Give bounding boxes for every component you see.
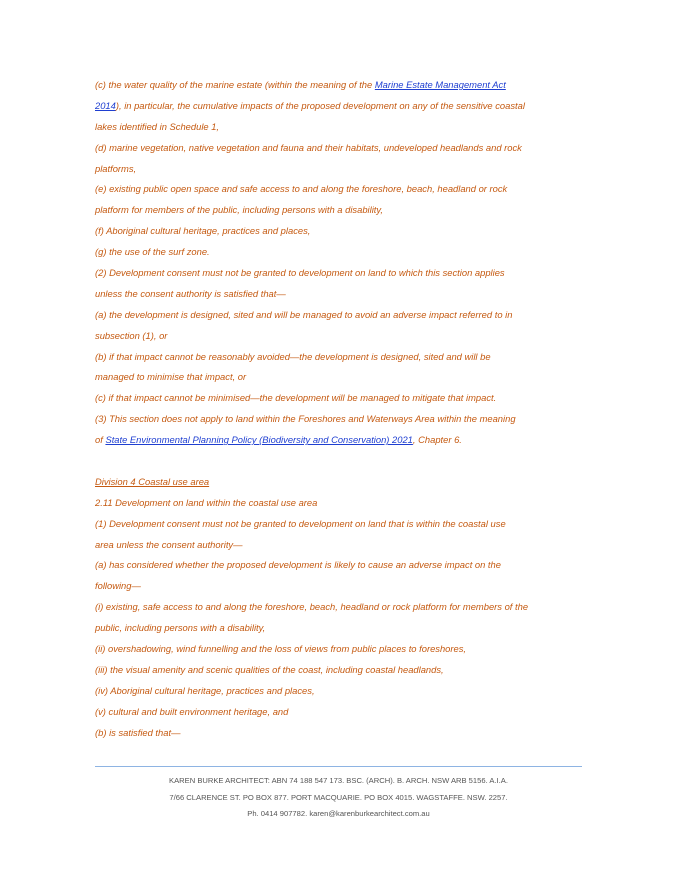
paragraph-line: (c) the water quality of the marine esta… (95, 75, 595, 96)
text-run: ), in particular, the cumulative impacts… (115, 99, 525, 111)
paragraph-line: unless the consent authority is satisfie… (95, 287, 286, 299)
paragraph-line: (f) Aboriginal cultural heritage, practi… (95, 225, 311, 237)
paragraph-line: (v) cultural and built environment herit… (95, 705, 289, 717)
paragraph-line: (i) existing, safe access to and along t… (95, 601, 529, 613)
paragraph-line: of State Environmental Planning Policy (… (95, 430, 595, 451)
text-run: , Chapter 6. (412, 434, 462, 446)
marine-estate-act-link-year[interactable]: 2014 (95, 99, 116, 111)
paragraph-line: (c) if that impact cannot be minimised—t… (95, 392, 497, 404)
paragraph-line: subsection (1), or (95, 329, 168, 341)
paragraph-line: (a) has considered whether the proposed … (95, 559, 501, 571)
paragraph-line: (iii) the visual amenity and scenic qual… (95, 663, 444, 675)
division-heading-text: Division 4 Coastal use area (95, 475, 210, 487)
footer-contact-line: Ph. 0414 907782. karen@karenburkearchite… (247, 809, 430, 818)
paragraph-line: lakes identified in Schedule 1, (95, 120, 220, 132)
paragraph-line: 2014), in particular, the cumulative imp… (95, 96, 595, 117)
paragraph-line: (d) marine vegetation, native vegetation… (95, 141, 522, 153)
text-run: of (95, 434, 106, 446)
paragraph-line: (e) existing public open space and safe … (95, 183, 508, 195)
paragraph-line: public, including persons with a disabil… (95, 622, 266, 634)
paragraph-line: (ii) overshadowing, wind funnelling and … (95, 643, 467, 655)
paragraph-line: (b) is satisfied that— (95, 726, 181, 738)
paragraph-line: (3) This section does not apply to land … (95, 413, 516, 425)
document-body: (c) the water quality of the marine esta… (95, 75, 595, 744)
paragraph-line: (1) Development consent must not be gran… (95, 517, 506, 529)
division-heading: Division 4 Coastal use area (95, 472, 595, 493)
page-footer: KAREN BURKE ARCHITECT: ABN 74 188 547 17… (95, 773, 582, 823)
footer-business-line: KAREN BURKE ARCHITECT: ABN 74 188 547 17… (169, 776, 508, 785)
section-heading: 2.11 Development on land within the coas… (95, 496, 318, 508)
paragraph-line: (a) the development is designed, sited a… (95, 308, 513, 320)
paragraph-line: (g) the use of the surf zone. (95, 246, 210, 258)
paragraph-line: (b) if that impact cannot be reasonably … (95, 350, 491, 362)
paragraph-line: area unless the consent authority— (95, 538, 243, 550)
footer-address-line: 7/66 CLARENCE ST. PO BOX 877. PORT MACQU… (169, 792, 508, 802)
text-run: (c) the water quality of the marine esta… (95, 79, 375, 90)
paragraph-line: following— (95, 580, 141, 592)
paragraph-line: platforms, (95, 162, 137, 174)
blank-line (95, 451, 595, 472)
paragraph-line: (iv) Aboriginal cultural heritage, pract… (95, 684, 315, 696)
paragraph-line: platform for members of the public, incl… (95, 204, 383, 216)
marine-estate-act-link[interactable]: Marine Estate Management Act (374, 79, 506, 90)
paragraph-line: (2) Development consent must not be gran… (95, 267, 505, 279)
paragraph-line: managed to minimise that impact, or (95, 371, 247, 383)
footer-divider (95, 766, 582, 767)
sepp-biodiversity-link[interactable]: State Environmental Planning Policy (Bio… (105, 434, 413, 446)
